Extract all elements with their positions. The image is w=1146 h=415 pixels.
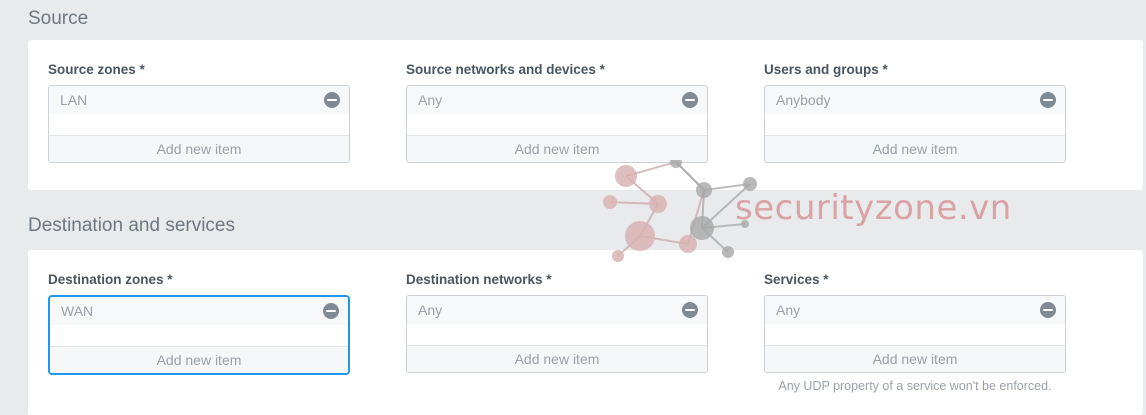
minus-circle-icon[interactable] xyxy=(323,303,339,319)
section-title-destination: Destination and services xyxy=(28,215,235,236)
field-users-groups: Users and groups * Anybody Add new item xyxy=(764,62,1066,163)
multiselect-users-groups[interactable]: Anybody Add new item xyxy=(764,85,1066,163)
field-label-source-zones: Source zones * xyxy=(48,62,145,77)
selected-item-label: Any xyxy=(418,92,443,108)
empty-drop-area[interactable] xyxy=(407,324,707,345)
selected-item-label: Anybody xyxy=(776,92,831,108)
multiselect-destination-networks[interactable]: Any Add new item xyxy=(406,295,708,373)
multiselect-destination-zones[interactable]: WAN Add new item xyxy=(48,295,350,375)
panel-destination: Destination zones * WAN Add new item Des… xyxy=(28,250,1143,415)
watermark-text: securityzone.vn xyxy=(735,188,1012,228)
field-label-source-networks: Source networks and devices * xyxy=(406,62,605,77)
minus-circle-icon[interactable] xyxy=(682,302,698,318)
field-destination-zones: Destination zones * WAN Add new item xyxy=(48,272,350,394)
minus-circle-icon[interactable] xyxy=(1040,302,1056,318)
minus-circle-icon[interactable] xyxy=(1040,92,1056,108)
empty-drop-area[interactable] xyxy=(49,114,349,135)
services-hint-text: Any UDP property of a service won't be e… xyxy=(778,379,1052,393)
selected-item-label: WAN xyxy=(61,303,94,319)
field-destination-networks: Destination networks * Any Add new item xyxy=(406,272,708,394)
add-new-item-button[interactable]: Add new item xyxy=(407,135,707,162)
field-label-users-groups: Users and groups * xyxy=(764,62,888,77)
multiselect-source-networks[interactable]: Any Add new item xyxy=(406,85,708,163)
field-label-destination-zones: Destination zones * xyxy=(48,272,173,287)
field-source-networks: Source networks and devices * Any Add ne… xyxy=(406,62,708,163)
add-new-item-button[interactable]: Add new item xyxy=(765,135,1065,162)
empty-drop-area[interactable] xyxy=(407,114,707,135)
multiselect-source-zones[interactable]: LAN Add new item xyxy=(48,85,350,163)
panel-source: Source zones * LAN Add new item Source n… xyxy=(28,40,1143,190)
selected-item-row[interactable]: Anybody xyxy=(765,86,1065,114)
empty-drop-area[interactable] xyxy=(50,325,348,346)
field-source-zones: Source zones * LAN Add new item xyxy=(48,62,350,163)
section-title-source: Source xyxy=(28,8,89,29)
selected-item-label: LAN xyxy=(60,92,88,108)
selected-item-row[interactable]: Any xyxy=(407,86,707,114)
minus-circle-icon[interactable] xyxy=(682,92,698,108)
field-label-services: Services * xyxy=(764,272,829,287)
selected-item-row[interactable]: Any xyxy=(407,296,707,324)
minus-circle-icon[interactable] xyxy=(324,92,340,108)
selected-item-label: Any xyxy=(418,302,443,318)
selected-item-row[interactable]: Any xyxy=(765,296,1065,324)
multiselect-services[interactable]: Any Add new item xyxy=(764,295,1066,373)
selected-item-label: Any xyxy=(776,302,801,318)
field-row-destination: Destination zones * WAN Add new item Des… xyxy=(28,250,1143,394)
field-row-source: Source zones * LAN Add new item Source n… xyxy=(28,40,1143,163)
selected-item-row[interactable]: WAN xyxy=(50,297,348,325)
add-new-item-button[interactable]: Add new item xyxy=(407,345,707,372)
empty-drop-area[interactable] xyxy=(765,114,1065,135)
field-services: Services * Any Add new item Any UDP prop… xyxy=(764,272,1066,394)
add-new-item-button[interactable]: Add new item xyxy=(765,345,1065,372)
empty-drop-area[interactable] xyxy=(765,324,1065,345)
field-label-destination-networks: Destination networks * xyxy=(406,272,552,287)
selected-item-row[interactable]: LAN xyxy=(49,86,349,114)
add-new-item-button[interactable]: Add new item xyxy=(49,135,349,162)
add-new-item-button[interactable]: Add new item xyxy=(50,346,348,373)
